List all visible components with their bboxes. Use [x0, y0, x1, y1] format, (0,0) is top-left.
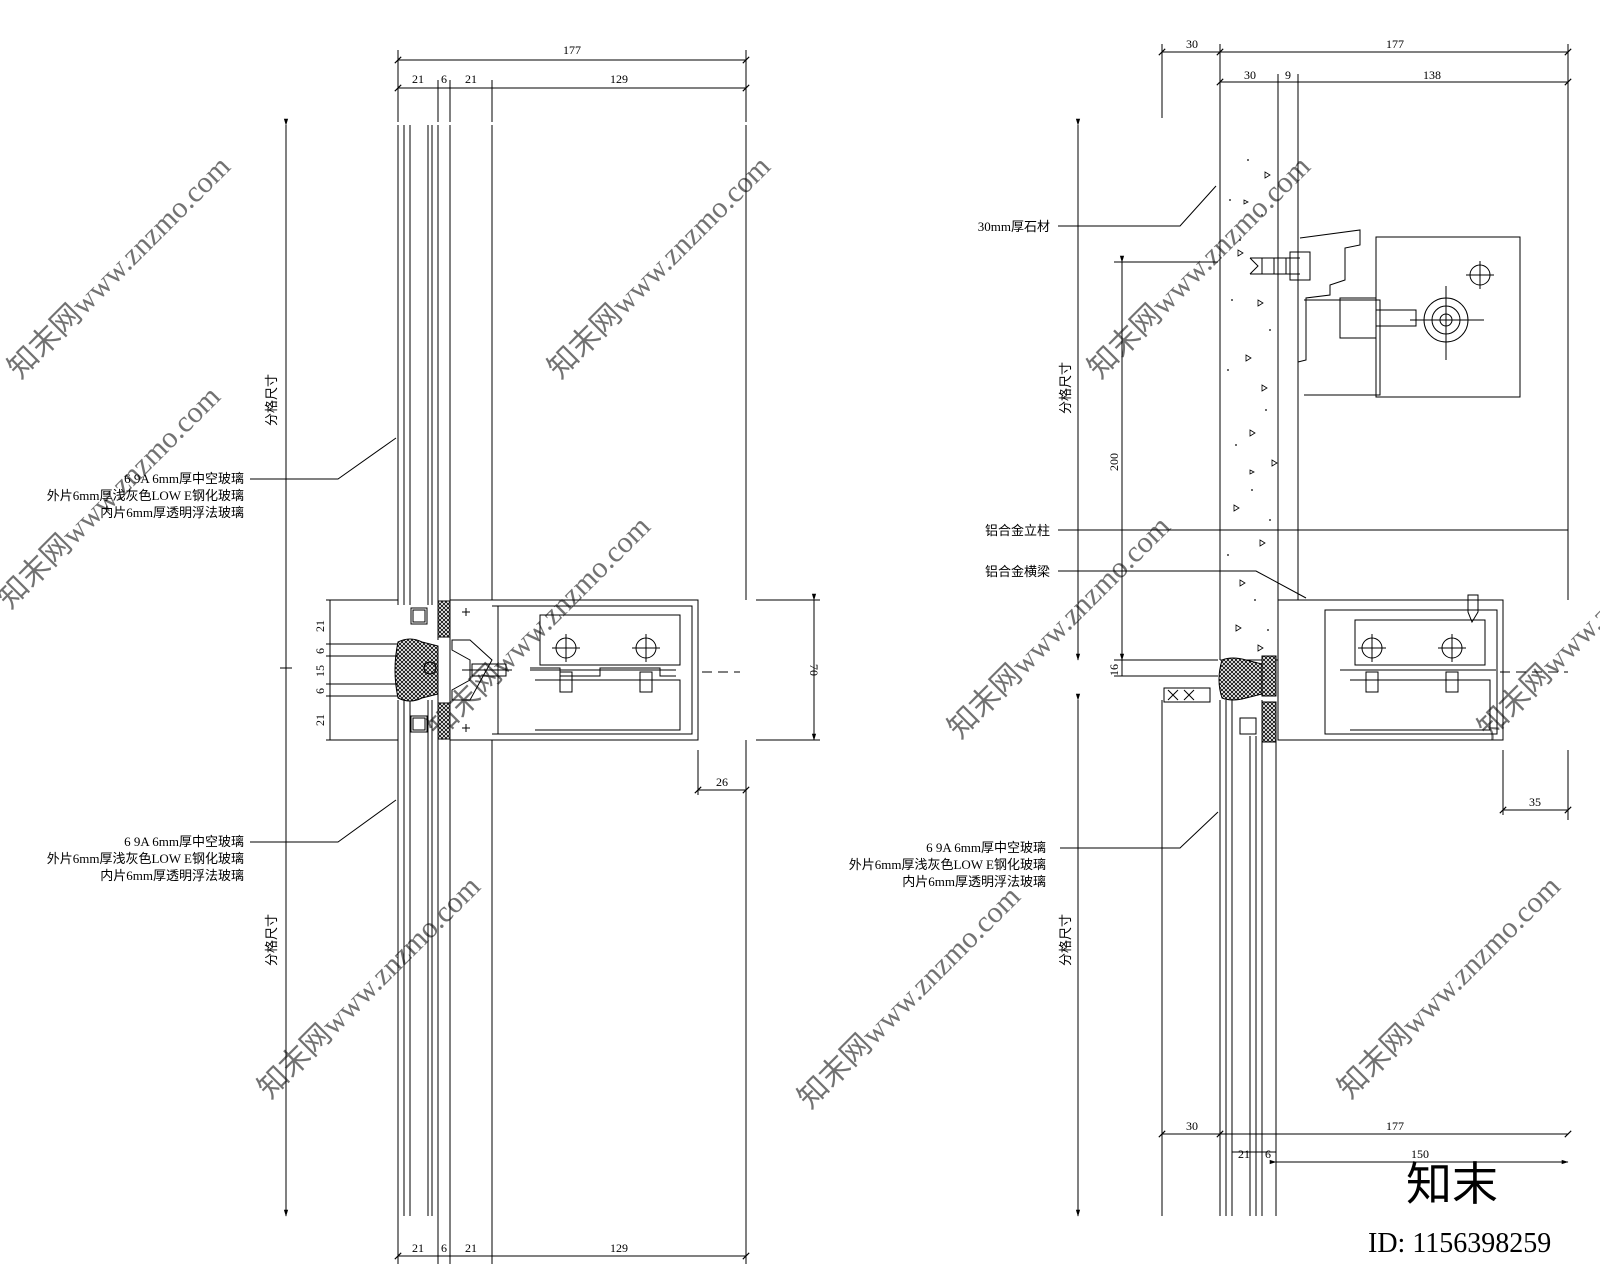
dim-side-6: 6 — [313, 688, 327, 694]
dim-height-70: 70 — [807, 664, 821, 676]
dim-30: 30 — [1244, 68, 1256, 82]
glass-note-line: 外片6mm厚浅灰色LOW E钢化玻璃 — [849, 857, 1046, 872]
dim-total-177: 177 — [563, 43, 581, 57]
watermark-text: 知末网www.znzmo.com — [1082, 150, 1317, 385]
glass-note-line: 外片6mm厚浅灰色LOW E钢化玻璃 — [47, 488, 244, 503]
dim-side-21: 21 — [313, 620, 327, 632]
dim-6: 6 — [1265, 1147, 1271, 1161]
dim-offset-26: 26 — [716, 775, 728, 789]
dim-21: 21 — [465, 72, 477, 86]
watermark-text: 知末网www.znzmo.com — [542, 150, 777, 385]
glass-note-line: 内片6mm厚透明浮法玻璃 — [100, 505, 244, 520]
stone-texture — [1233, 171, 1278, 652]
glass-note-line: 6 9A 6mm厚中空玻璃 — [124, 471, 244, 486]
dim-9: 9 — [1285, 68, 1291, 82]
dim-21: 21 — [465, 1241, 477, 1255]
dim-side-21: 21 — [313, 714, 327, 726]
dim-6: 6 — [441, 1241, 447, 1255]
dim-side-6: 6 — [313, 648, 327, 654]
module-size-label: 分格尺寸 — [1058, 362, 1073, 414]
dim-width-150: 150 — [1411, 1147, 1429, 1161]
glass-note-line: 内片6mm厚透明浮法玻璃 — [902, 874, 1046, 889]
brand-logo-text: 知末 — [1406, 1159, 1498, 1210]
glass-note-line: 内片6mm厚透明浮法玻璃 — [100, 868, 244, 883]
dim-total-177: 177 — [1386, 1119, 1404, 1133]
watermark-text: 知末网www.znzmo.com — [422, 510, 657, 745]
dim-total-177: 177 — [1386, 37, 1404, 51]
dim-129: 129 — [610, 72, 628, 86]
left-detail-text: 177 21 6 21 129 21 6 21 129 21 6 15 6 21… — [47, 43, 821, 1255]
mullion-label: 铝合金立柱 — [985, 523, 1050, 538]
watermark-layer: 知末网www.znzmo.com 知末网www.znzmo.com 知末网www… — [0, 150, 1600, 1115]
dim-stone-30: 30 — [1186, 1119, 1198, 1133]
left-detail — [250, 50, 820, 1264]
glass-note-line: 外片6mm厚浅灰色LOW E钢化玻璃 — [47, 851, 244, 866]
dim-stone-30: 30 — [1186, 37, 1198, 51]
stone-label: 30mm厚石材 — [978, 219, 1050, 234]
module-size-label: 分格尺寸 — [264, 374, 279, 426]
glass-note-line: 6 9A 6mm厚中空玻璃 — [124, 834, 244, 849]
right-detail — [1058, 44, 1572, 1217]
dim-offset-35: 35 — [1529, 795, 1541, 809]
dim-height-200: 200 — [1107, 453, 1121, 471]
watermark-text: 知末网www.znzmo.com — [1332, 870, 1567, 1105]
dim-6: 6 — [441, 72, 447, 86]
glass-note-line: 6 9A 6mm厚中空玻璃 — [926, 840, 1046, 855]
transom-label: 铝合金横梁 — [985, 564, 1050, 579]
image-id: ID: 1156398259 — [1368, 1228, 1551, 1259]
watermark-text: 知末网www.znzmo.com — [792, 880, 1027, 1115]
dim-129: 129 — [610, 1241, 628, 1255]
dim-21: 21 — [1238, 1147, 1250, 1161]
watermark-text: 知末网www.znzmo.com — [1472, 510, 1600, 745]
dim-joint-16: 16 — [1107, 664, 1121, 676]
watermark-text: 知末网www.znzmo.com — [2, 150, 237, 385]
watermark-text: 知末网www.znzmo.com — [252, 870, 487, 1105]
module-size-label: 分格尺寸 — [264, 914, 279, 966]
dim-138: 138 — [1423, 68, 1441, 82]
dim-21: 21 — [412, 72, 424, 86]
dim-side-15: 15 — [313, 665, 327, 677]
right-detail-text: 30 177 30 9 138 200 16 35 30 177 150 21 … — [849, 37, 1541, 1161]
stone-dots — [1227, 159, 1271, 631]
watermark-text: 知末网www.znzmo.com — [942, 510, 1177, 745]
dim-21: 21 — [412, 1241, 424, 1255]
module-size-label: 分格尺寸 — [1058, 914, 1073, 966]
brand-stamp: 知末 ID: 1156398259 — [1368, 1159, 1551, 1259]
